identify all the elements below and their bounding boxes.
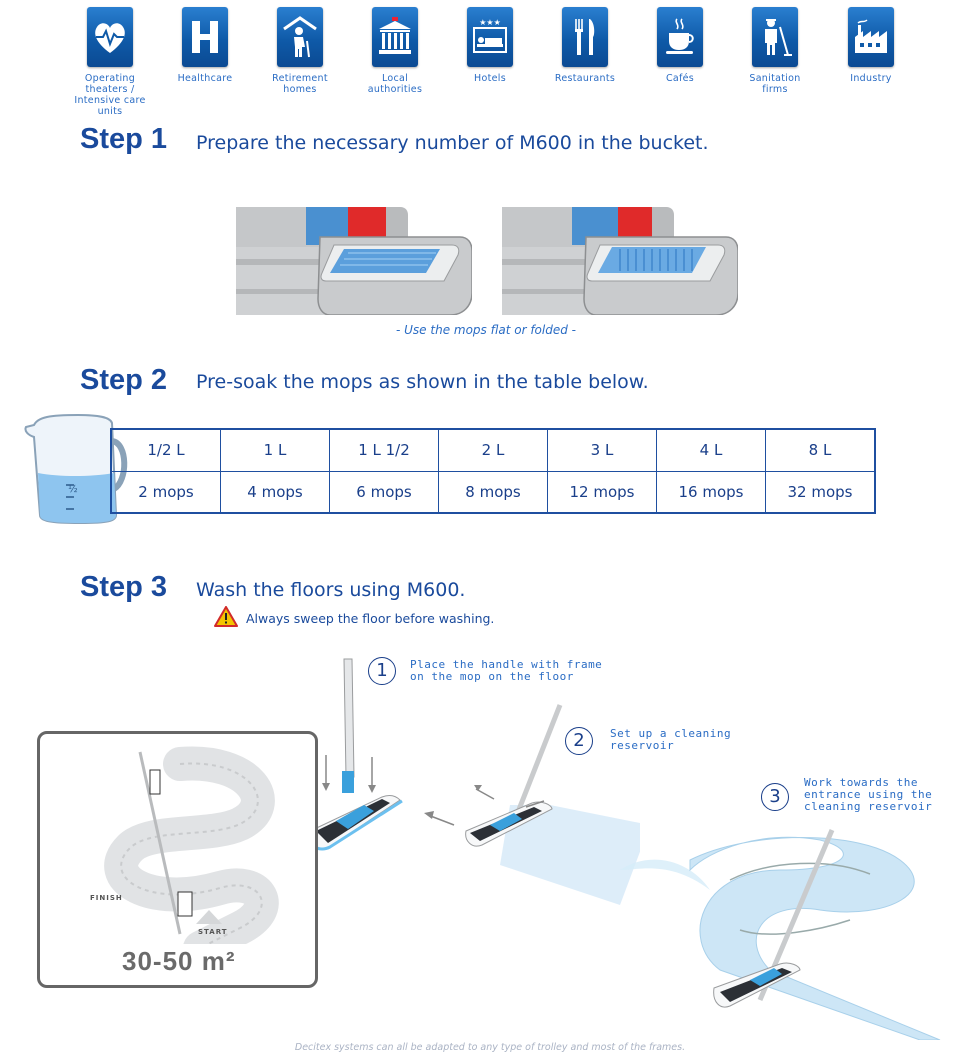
warning-icon — [214, 606, 238, 627]
sector-restaurants: Restaurants — [535, 7, 635, 84]
elderly-person-icon — [277, 7, 323, 67]
instruction-number-1: 1 — [368, 657, 396, 685]
mops-cell: 2 mops — [110, 470, 221, 514]
sector-label: Healthcare — [177, 73, 233, 84]
presoak-table: 1/2 L 1 L 1 L 1/2 2 L 3 L 4 L 8 L 2 mops… — [110, 428, 876, 514]
s-path-diagram — [104, 746, 279, 944]
mops-cell: 16 mops — [656, 470, 766, 514]
warning-text: Always sweep the floor before washing. — [246, 611, 495, 626]
sector-label: Retirement homes — [272, 73, 328, 95]
town-hall-icon — [372, 7, 418, 67]
coffee-cup-icon — [657, 7, 703, 67]
instruction-text-2: Set up a cleaning reservoir — [610, 727, 732, 752]
hospital-h-icon — [182, 7, 228, 67]
mops-cell: 6 mops — [329, 470, 439, 514]
sector-local-authorities: Local authorities — [345, 7, 445, 95]
sector-label: Sanitation firms — [749, 73, 801, 95]
volume-cell: 8 L — [765, 428, 876, 472]
jug-half-mark: ½ — [68, 484, 78, 495]
mop-placement-illustration — [305, 658, 403, 851]
heart-monitor-icon — [87, 7, 133, 67]
volume-cell: 1/2 L — [110, 428, 221, 472]
svg-text:★★★: ★★★ — [479, 18, 501, 27]
step2-label: Step 2 — [80, 364, 168, 396]
cleaning-path-illustration — [620, 829, 941, 1040]
bucket-flat-illustration — [236, 207, 472, 315]
step3-label: Step 3 — [80, 571, 168, 603]
volume-cell: 1 L 1/2 — [329, 428, 439, 472]
instruction-number-3: 3 — [761, 783, 789, 811]
coverage-panel: FINISH START — [37, 731, 318, 988]
volume-cell: 4 L — [656, 428, 766, 472]
instruction-text-1: Place the handle with frame on the mop o… — [410, 658, 603, 683]
sector-label: Restaurants — [554, 73, 616, 84]
sector-label: Hotels — [474, 73, 506, 84]
step3-text: Wash the floors using M600. — [196, 579, 466, 601]
cleaner-icon — [752, 7, 798, 67]
sector-operating-theaters: Operating theaters / Intensive care unit… — [60, 7, 160, 117]
sector-label: Cafés — [665, 73, 695, 84]
cutlery-icon — [562, 7, 608, 67]
sector-cafes: Cafés — [630, 7, 730, 84]
sector-hotels: ★★★ Hotels — [440, 7, 540, 84]
table-row-mops: 2 mops 4 mops 6 mops 8 mops 12 mops 16 m… — [110, 470, 876, 514]
bucket-folded-illustration — [502, 207, 738, 315]
mops-cell: 12 mops — [547, 470, 657, 514]
sector-label: Local authorities — [367, 73, 423, 95]
volume-cell: 3 L — [547, 428, 657, 472]
hotel-bed-icon: ★★★ — [467, 7, 513, 67]
mops-cell: 4 mops — [220, 470, 330, 514]
footnote: Decitex systems can all be adapted to an… — [294, 1042, 686, 1053]
sector-industry: Industry — [821, 7, 921, 84]
step2-text: Pre-soak the mops as shown in the table … — [196, 371, 649, 393]
step1-caption: - Use the mops flat or folded - — [396, 323, 576, 337]
instruction-text-3: Work towards the entrance using the clea… — [804, 776, 933, 813]
volume-cell: 1 L — [220, 428, 330, 472]
sector-sanitation-firms: Sanitation firms — [725, 7, 825, 95]
sector-label: Operating theaters / Intensive care unit… — [74, 73, 146, 117]
mop-reservoir-illustration — [424, 704, 640, 905]
step1-text: Prepare the necessary number of M600 in … — [196, 132, 709, 154]
sector-retirement-homes: Retirement homes — [250, 7, 350, 95]
start-label: START — [198, 928, 228, 936]
step1-label: Step 1 — [80, 123, 168, 155]
factory-icon — [848, 7, 894, 67]
instruction-number-2: 2 — [565, 727, 593, 755]
mops-cell: 8 mops — [438, 470, 548, 514]
sector-label: Industry — [850, 73, 892, 84]
sector-healthcare: Healthcare — [155, 7, 255, 84]
mops-cell: 32 mops — [765, 470, 876, 514]
table-row-volumes: 1/2 L 1 L 1 L 1/2 2 L 3 L 4 L 8 L — [110, 428, 876, 472]
coverage-area-label: 30-50 m² — [122, 946, 236, 976]
volume-cell: 2 L — [438, 428, 548, 472]
finish-label: FINISH — [90, 894, 123, 902]
